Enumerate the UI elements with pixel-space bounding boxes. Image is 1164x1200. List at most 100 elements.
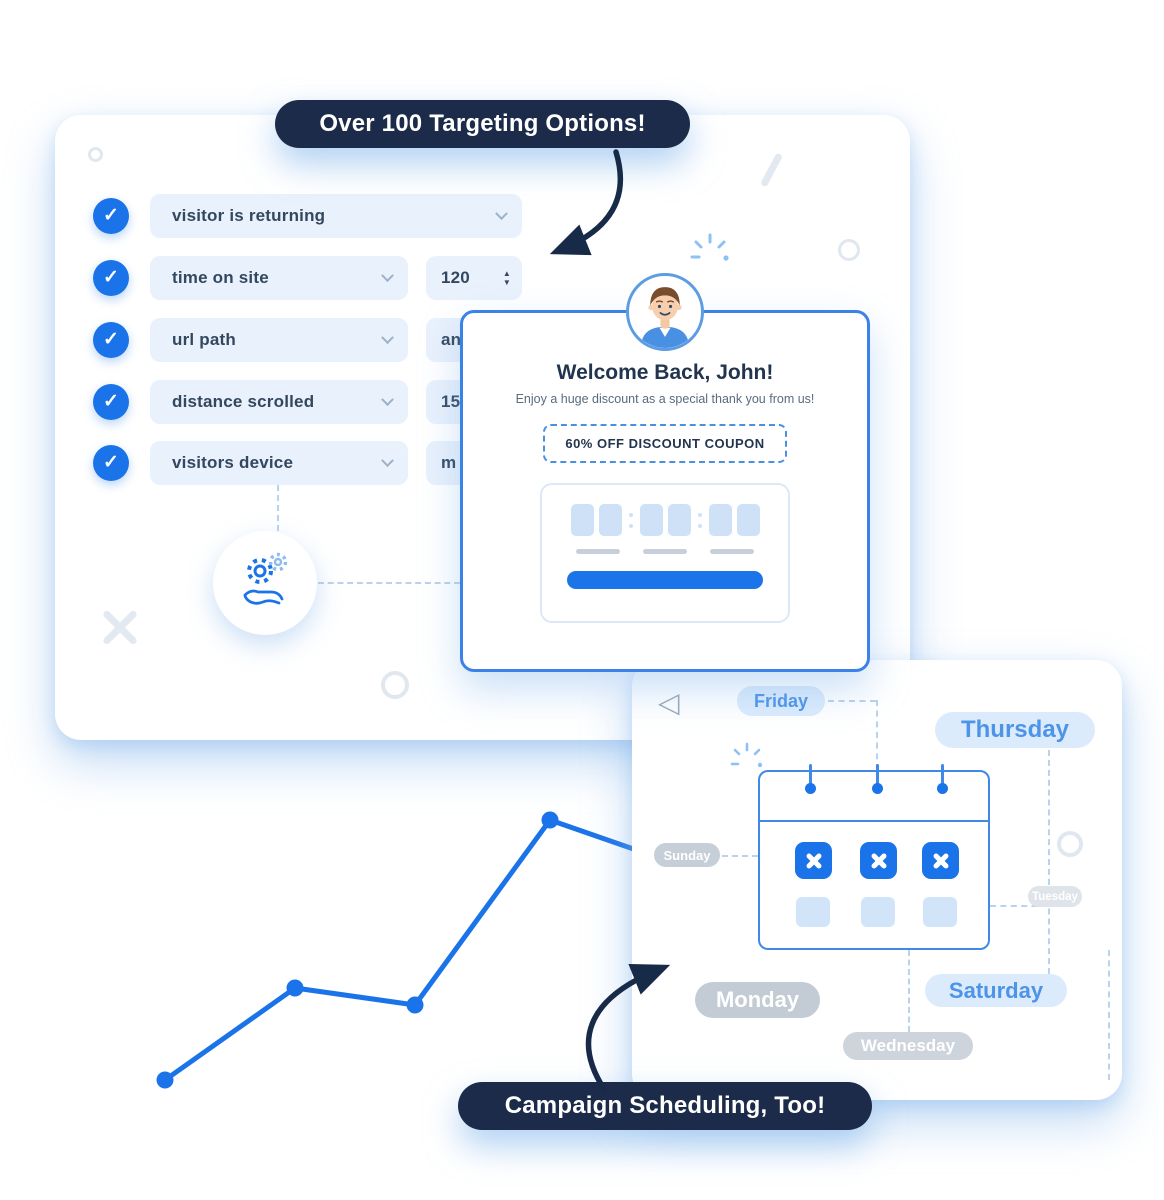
condition-value-input[interactable]: 120 ▲ ▼ [426,256,522,300]
line-chart-path [162,817,645,1083]
checkbox-checked-icon[interactable]: ✓ [93,384,129,420]
condition-select[interactable]: url path [150,318,408,362]
automation-badge [213,531,317,635]
day-checked-checkbox[interactable] [795,842,832,879]
check-glyph: ✓ [103,266,119,288]
condition-label: time on site [172,268,269,287]
condition-select[interactable]: visitor is returning [150,194,522,238]
cta-button-bar[interactable] [567,571,763,589]
man-face-icon [641,287,689,348]
day-checked-checkbox[interactable] [922,842,959,879]
day-pill-sunday[interactable]: Sunday [654,843,720,867]
condition-value: m [441,453,457,472]
connector-line [908,950,910,1032]
connector-line [990,905,1048,907]
day-pill-thursday[interactable]: Thursday [935,712,1095,748]
day-unchecked-cell[interactable] [923,897,957,927]
check-glyph: ✓ [103,204,119,226]
chevron-down-icon [381,330,394,344]
day-pill-tuesday[interactable]: Tuesday [1028,886,1082,907]
circle-decor-icon [838,239,860,261]
check-glyph: ✓ [103,390,119,412]
visitor-avatar [626,273,704,351]
digit-box [708,504,732,536]
digit-box [667,504,691,536]
binder-ring-icon [937,764,948,794]
condition-label: visitor is returning [172,206,326,225]
scheduling-panel: ◁ Friday Thursday Sunday Tuesday Monday … [632,660,1122,1100]
cross-decor-icon [98,605,142,649]
condition-value: 15 [441,392,461,411]
targeting-row: ✓ visitor is returning [93,194,522,238]
condition-select[interactable]: distance scrolled [150,380,408,424]
stepper-up-icon[interactable]: ▲ [502,268,511,278]
day-unchecked-cell[interactable] [861,897,895,927]
day-pill-monday[interactable]: Monday [695,982,820,1018]
chevron-down-icon [381,392,394,406]
chevron-down-icon [495,206,508,220]
condition-label: distance scrolled [172,392,315,411]
line-chart-dots [156,811,559,1089]
popup-title: Welcome Back, John! [463,361,867,385]
stepper-control[interactable]: ▲ ▼ [502,268,511,287]
connector-line [277,485,279,531]
colon-separator [628,512,633,528]
sparkle-icon [730,742,763,768]
digit-box [570,504,594,536]
day-unchecked-cell[interactable] [796,897,830,927]
visitor-name: John! [716,361,774,384]
connector-line [876,700,878,770]
checkbox-checked-icon[interactable]: ✓ [93,445,129,481]
check-glyph: ✓ [103,451,119,473]
condition-select[interactable]: visitors device [150,441,408,485]
sparkle-icon [690,233,729,261]
colon-separator [697,512,702,528]
countdown-digits [570,504,760,536]
condition-label: visitors device [172,453,294,472]
label-line [710,549,754,554]
stepper-down-icon[interactable]: ▼ [502,277,511,287]
connector-line [722,855,758,857]
circle-decor-icon [381,671,409,699]
chevron-down-icon [381,453,394,467]
condition-label: url path [172,330,236,349]
targeting-row: ✓ time on site 120 ▲ ▼ [93,256,522,300]
connector-line [828,700,876,702]
countdown-card [540,483,790,623]
checkbox-checked-icon[interactable]: ✓ [93,260,129,296]
coupon-badge[interactable]: 60% OFF DISCOUNT COUPON [543,424,787,463]
circle-decor-icon [88,147,103,162]
calendar [758,764,990,950]
label-line [576,549,620,554]
greeting-text: Welcome Back, [556,361,711,384]
binder-ring-icon [805,764,816,794]
day-pill-wednesday[interactable]: Wednesday [843,1032,973,1060]
digit-box [639,504,663,536]
welcome-popup: Welcome Back, John! Enjoy a huge discoun… [460,273,870,672]
connector-line [318,582,460,584]
label-line [643,549,687,554]
day-pill-friday[interactable]: Friday [737,686,825,716]
condition-select[interactable]: time on site [150,256,408,300]
day-checked-checkbox[interactable] [860,842,897,879]
gears-hand-icon [243,552,288,605]
checkbox-checked-icon[interactable]: ✓ [93,198,129,234]
popup-subtitle: Enjoy a huge discount as a special thank… [515,392,815,406]
calendar-header-divider [759,820,989,822]
slash-decor-icon [759,152,784,188]
scheduling-callout-badge: Campaign Scheduling, Too! [458,1082,872,1130]
binder-ring-icon [872,764,883,794]
digit-box [598,504,622,536]
targeting-callout-badge: Over 100 Targeting Options! [275,100,690,148]
back-icon[interactable]: ◁ [658,687,680,718]
checkbox-checked-icon[interactable]: ✓ [93,322,129,358]
digit-box [736,504,760,536]
connector-line [1108,950,1110,1080]
condition-value: 120 [441,268,470,287]
day-pill-saturday[interactable]: Saturday [925,974,1067,1007]
countdown-labels [576,549,754,554]
condition-value: an [441,330,462,349]
connector-line [1048,750,1050,974]
circle-decor-icon [1057,831,1083,857]
